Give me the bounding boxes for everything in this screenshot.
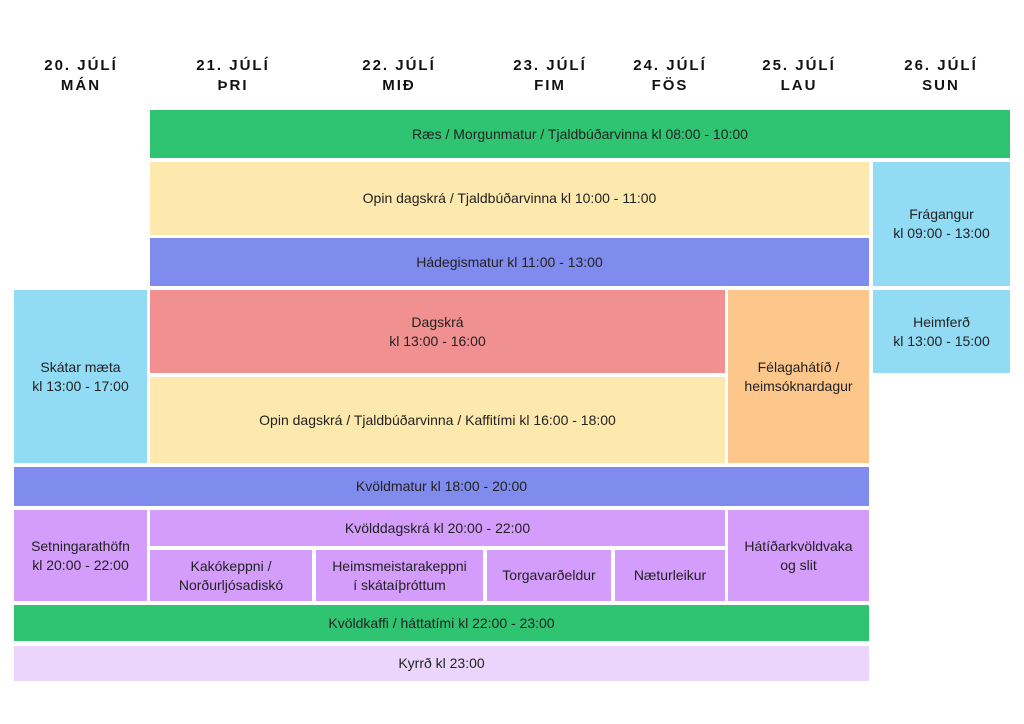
day-name: ÞRI xyxy=(217,77,249,94)
event-felagahatid: Félagahátíð / heimsóknardagur xyxy=(728,290,869,463)
day-date: 22. JÚLÍ xyxy=(362,57,436,74)
event-torgavardeldur: Torgavarðeldur xyxy=(487,550,611,601)
day-date: 26. JÚLÍ xyxy=(904,57,978,74)
day-name: MÁN xyxy=(60,77,102,94)
event-heimferd: Heimferð kl 13:00 - 15:00 xyxy=(873,290,1010,373)
day-header-sat: 25. JÚLÍ LAU xyxy=(739,56,859,96)
event-fragangur: Frágangur kl 09:00 - 13:00 xyxy=(873,162,1010,286)
event-hadegismatur: Hádegismatur kl 11:00 - 13:00 xyxy=(150,238,869,286)
event-kvoldkaffi: Kvöldkaffi / háttatími kl 22:00 - 23:00 xyxy=(14,605,869,641)
day-date: 21. JÚLÍ xyxy=(196,57,270,74)
event-kyrrd: Kyrrð kl 23:00 xyxy=(14,646,869,681)
event-opin-dagskra-morning: Opin dagskrá / Tjaldbúðarvinna kl 10:00 … xyxy=(150,162,869,235)
event-hatidarkvoldvaka: Hátíðarkvöldvaka og slit xyxy=(728,510,869,601)
event-setningarathofn: Setningarathöfn kl 20:00 - 22:00 xyxy=(14,510,147,601)
day-header-sun: 26. JÚLÍ SUN xyxy=(881,56,1001,96)
event-naeturleikur: Næturleikur xyxy=(615,550,725,601)
day-date: 25. JÚLÍ xyxy=(762,57,836,74)
day-header-mon: 20. JÚLÍ MÁN xyxy=(21,56,141,96)
event-kvolddagskra: Kvölddagskrá kl 20:00 - 22:00 xyxy=(150,510,725,546)
day-name: MIÐ xyxy=(382,77,416,94)
event-kvoldmatur: Kvöldmatur kl 18:00 - 20:00 xyxy=(14,467,869,506)
event-heimsmeistarakeppni: Heimsmeistarakeppni í skátaíþróttum xyxy=(316,550,483,601)
event-dagskra: Dagskrá kl 13:00 - 16:00 xyxy=(150,290,725,373)
day-header-tue: 21. JÚLÍ ÞRI xyxy=(173,56,293,96)
day-header-thu: 23. JÚLÍ FIM xyxy=(490,56,610,96)
day-header-wed: 22. JÚLÍ MIÐ xyxy=(339,56,459,96)
day-name: SUN xyxy=(922,77,960,94)
event-raes: Ræs / Morgunmatur / Tjaldbúðarvinna kl 0… xyxy=(150,110,1010,158)
event-kakokeppni: Kakókeppni / Norðurljósadiskó xyxy=(150,550,312,601)
event-opin-dagskra-afternoon: Opin dagskrá / Tjaldbúðarvinna / Kaffití… xyxy=(150,377,725,463)
event-skatar-maeta: Skátar mæta kl 13:00 - 17:00 xyxy=(14,290,147,463)
day-name: FIM xyxy=(534,77,566,94)
day-date: 20. JÚLÍ xyxy=(44,57,118,74)
day-header-fri: 24. JÚLÍ FÖS xyxy=(610,56,730,96)
day-name: FÖS xyxy=(651,77,689,94)
day-date: 23. JÚLÍ xyxy=(513,57,587,74)
day-date: 24. JÚLÍ xyxy=(633,57,707,74)
day-name: LAU xyxy=(780,77,818,94)
